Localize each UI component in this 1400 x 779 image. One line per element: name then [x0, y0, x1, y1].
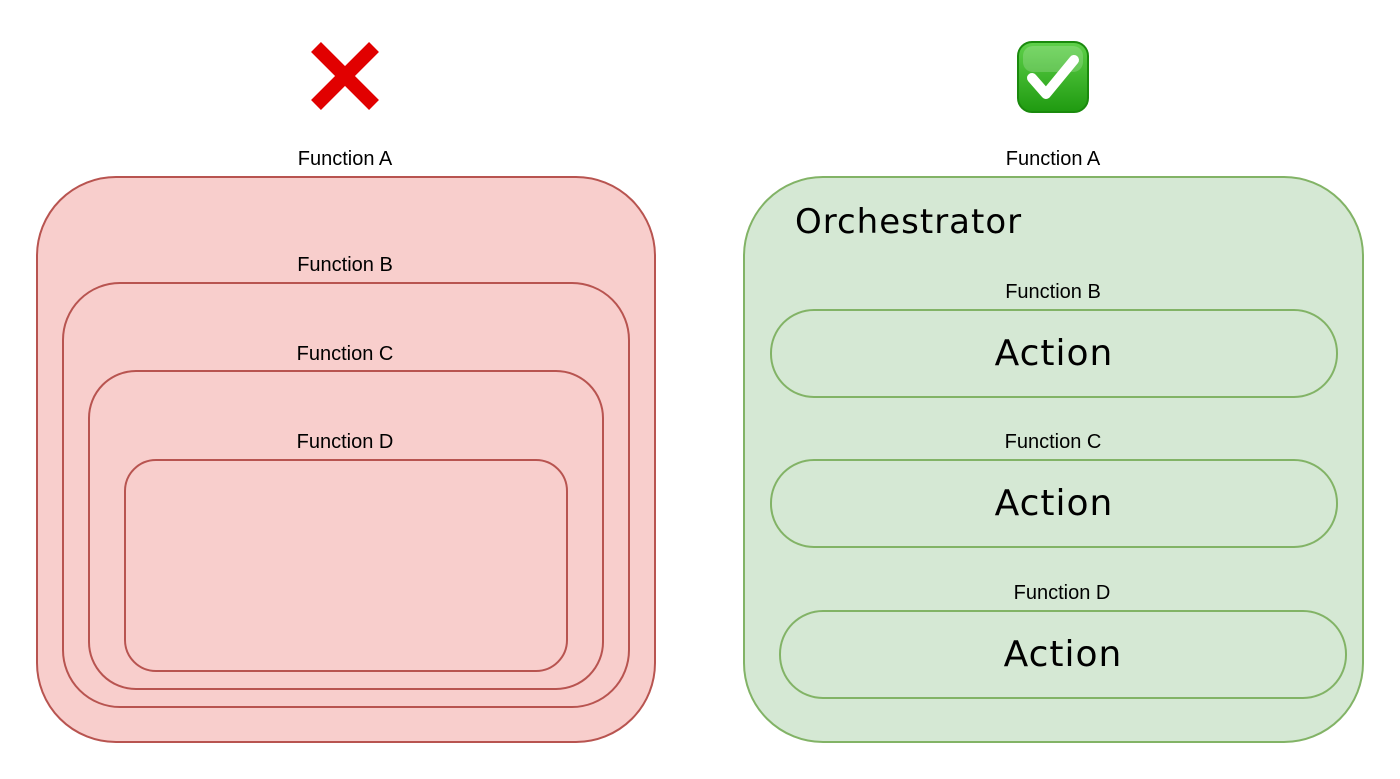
- function-a-label-left: Function A: [297, 148, 393, 170]
- action-pill-function-c: Action: [770, 459, 1338, 548]
- action-text: Action: [994, 332, 1114, 374]
- action-text: Action: [994, 482, 1114, 524]
- function-d-box-left: [124, 459, 568, 672]
- orchestrator-title: Orchestrator: [795, 202, 1023, 242]
- function-b-label-left: Function B: [297, 254, 393, 276]
- function-c-label-left: Function C: [296, 343, 394, 365]
- function-b-label-right: Function B: [1005, 281, 1101, 303]
- action-text: Action: [1003, 633, 1123, 675]
- cross-mark-icon: [307, 40, 383, 112]
- function-d-label-right: Function D: [1013, 582, 1111, 604]
- function-a-label-right: Function A: [1005, 148, 1101, 170]
- function-c-label-right: Function C: [1004, 431, 1102, 453]
- check-mark-button-icon: [1016, 40, 1090, 114]
- action-pill-function-b: Action: [770, 309, 1338, 398]
- function-d-label-left: Function D: [296, 431, 394, 453]
- action-pill-function-d: Action: [779, 610, 1347, 699]
